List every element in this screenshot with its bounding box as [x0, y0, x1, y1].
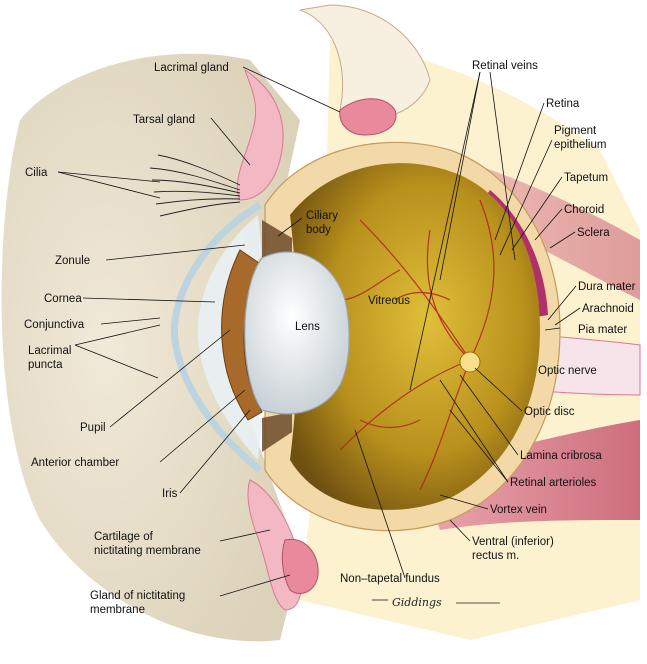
- label-iris: Iris: [162, 488, 178, 500]
- label-cilia: Cilia: [25, 167, 48, 179]
- label-optic-nerve: Optic nerve: [538, 365, 597, 377]
- orbital-bone: [299, 4, 431, 119]
- label-conjunctiva: Conjunctiva: [24, 319, 85, 331]
- label-ventral-rectus-1: Ventral (inferior): [472, 536, 554, 548]
- label-gland-nict-2: membrane: [90, 604, 145, 616]
- cilia-lashes: [149, 154, 241, 217]
- label-retinal-arterioles: Retinal arterioles: [510, 477, 597, 489]
- label-lacrimal-gland: Lacrimal gland: [154, 62, 229, 74]
- label-lamina-cribrosa: Lamina cribrosa: [520, 450, 602, 462]
- upper-eyelid: [236, 68, 284, 201]
- ciliary-body-lower: [262, 412, 292, 452]
- label-zonule: Zonule: [55, 255, 90, 267]
- label-pupil: Pupil: [80, 422, 106, 434]
- label-arachnoid: Arachnoid: [582, 303, 634, 315]
- fur-region: [1, 53, 301, 642]
- label-ventral-rectus-2: rectus m.: [472, 550, 519, 562]
- label-ciliary-body-2: body: [306, 224, 331, 236]
- label-gland-nict-1: Gland of nictitating: [90, 590, 185, 602]
- artist-signature: Giddings: [372, 596, 500, 609]
- label-optic-disc: Optic disc: [524, 406, 575, 418]
- label-anterior-chamber: Anterior chamber: [31, 457, 119, 469]
- leader-lines: [57, 66, 581, 597]
- optic-disc-shape: [459, 351, 481, 373]
- label-retina: Retina: [546, 98, 580, 110]
- label-vitreous: Vitreous: [368, 295, 410, 307]
- label-pia-mater: Pia mater: [578, 324, 627, 336]
- label-cartilage-1: Cartilage of: [94, 531, 154, 543]
- label-retinal-veins: Retinal veins: [472, 60, 538, 72]
- labels: Lacrimal gland Tarsal gland Cilia Zonule…: [24, 60, 636, 616]
- label-sclera: Sclera: [577, 227, 610, 239]
- signature-text: Giddings: [392, 596, 442, 609]
- label-cartilage-2: nictitating membrane: [94, 545, 201, 557]
- label-non-tapetal-fundus: Non–tapetal fundus: [340, 573, 440, 585]
- lacrimal-gland-shape: [339, 98, 397, 136]
- label-lacrimal-puncta-1: Lacrimal: [28, 345, 71, 357]
- label-pigment-1: Pigment: [554, 125, 597, 137]
- retinal-vessels: [339, 199, 495, 491]
- vitreous-body: [290, 163, 540, 510]
- label-ciliary-body-1: Ciliary: [306, 210, 338, 222]
- label-tapetum: Tapetum: [564, 172, 608, 184]
- lens-shape: [244, 251, 350, 415]
- label-tarsal-gland: Tarsal gland: [133, 114, 195, 126]
- cornea-shape: [170, 201, 263, 473]
- label-lens: Lens: [295, 321, 320, 333]
- label-lacrimal-puncta-2: puncta: [28, 359, 63, 371]
- label-choroid: Choroid: [564, 204, 604, 216]
- label-pigment-2: epithelium: [554, 139, 606, 151]
- label-cornea: Cornea: [44, 293, 82, 305]
- label-vortex-vein: Vortex vein: [490, 504, 547, 516]
- gland-nictitating-shape: [281, 538, 319, 594]
- label-dura-mater: Dura mater: [578, 281, 636, 293]
